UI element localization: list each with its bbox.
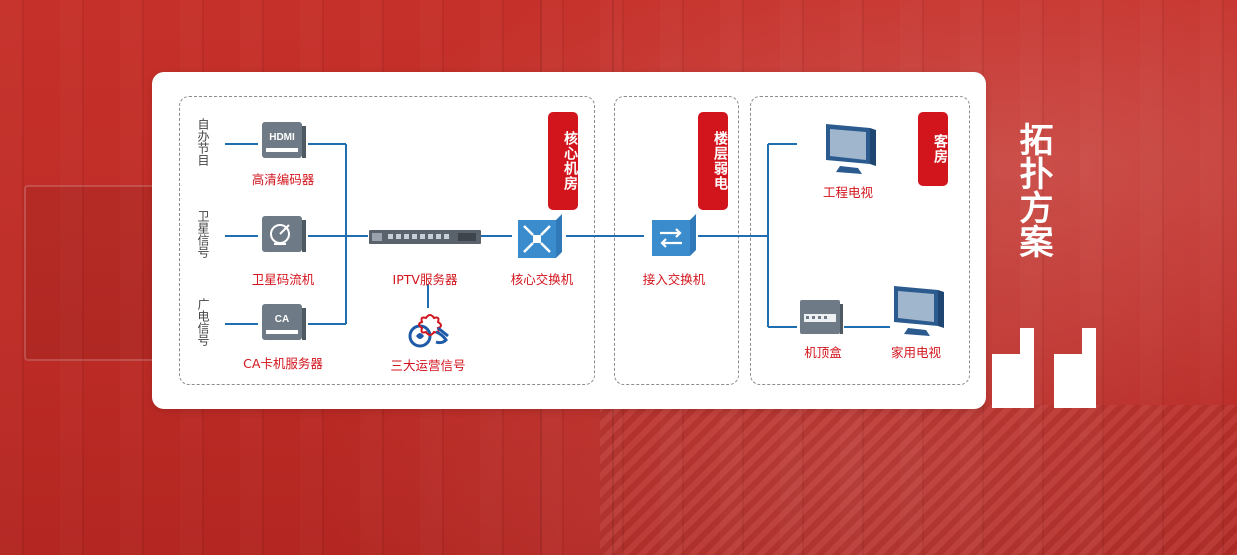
ca-face-text: CA (275, 314, 289, 325)
hdmi-encoder-label: 高清编码器 (251, 172, 315, 187)
access-switch-label: 接入交换机 (642, 272, 706, 287)
zone-label-room: 客房 (918, 112, 948, 186)
topology-card: 核心机房 楼层弱电 客房 自办节目 卫星信号 广电信号 (152, 72, 986, 409)
iptv-server-label: IPTV服务器 (392, 272, 458, 287)
engineering-tv-icon (826, 124, 876, 174)
set-top-box-icon (800, 300, 843, 334)
core-switch-icon (518, 214, 562, 258)
set-top-box-label: 机顶盒 (804, 345, 842, 360)
source-label-broadcast: 广电信号 (196, 298, 210, 346)
zone-core-room (179, 96, 595, 385)
satellite-streamer-label: 卫星码流机 (251, 272, 315, 287)
engineering-tv-label: 工程电视 (822, 185, 874, 200)
operator-signal-label: 三大运营信号 (390, 358, 466, 373)
zone-label-floor: 楼层弱电 (698, 112, 728, 210)
zone-guest-room (750, 96, 970, 385)
source-label-self-program: 自办节目 (196, 118, 210, 166)
ca-server-icon: CA (262, 304, 306, 340)
source-label-satellite: 卫星信号 (196, 210, 210, 258)
zone-label-core: 核心机房 (548, 112, 578, 210)
quote-marks-icon (992, 328, 1096, 408)
home-tv-icon (894, 286, 944, 336)
background-floor (600, 405, 1237, 555)
page-title: 拓扑方案 (1013, 122, 1053, 258)
connection-lines (225, 143, 890, 328)
hdmi-face-text: HDMI (269, 132, 295, 143)
iptv-server-icon (369, 230, 481, 244)
operator-logos-icon (408, 314, 449, 348)
hdmi-encoder-icon: HDMI (262, 122, 306, 158)
zone-floor-wiring (614, 96, 739, 385)
satellite-streamer-icon (262, 216, 306, 252)
home-tv-label: 家用电视 (890, 345, 942, 360)
ca-server-label: CA卡机服务器 (243, 356, 323, 371)
access-switch-icon (652, 214, 696, 256)
core-switch-label: 核心交换机 (510, 272, 574, 287)
